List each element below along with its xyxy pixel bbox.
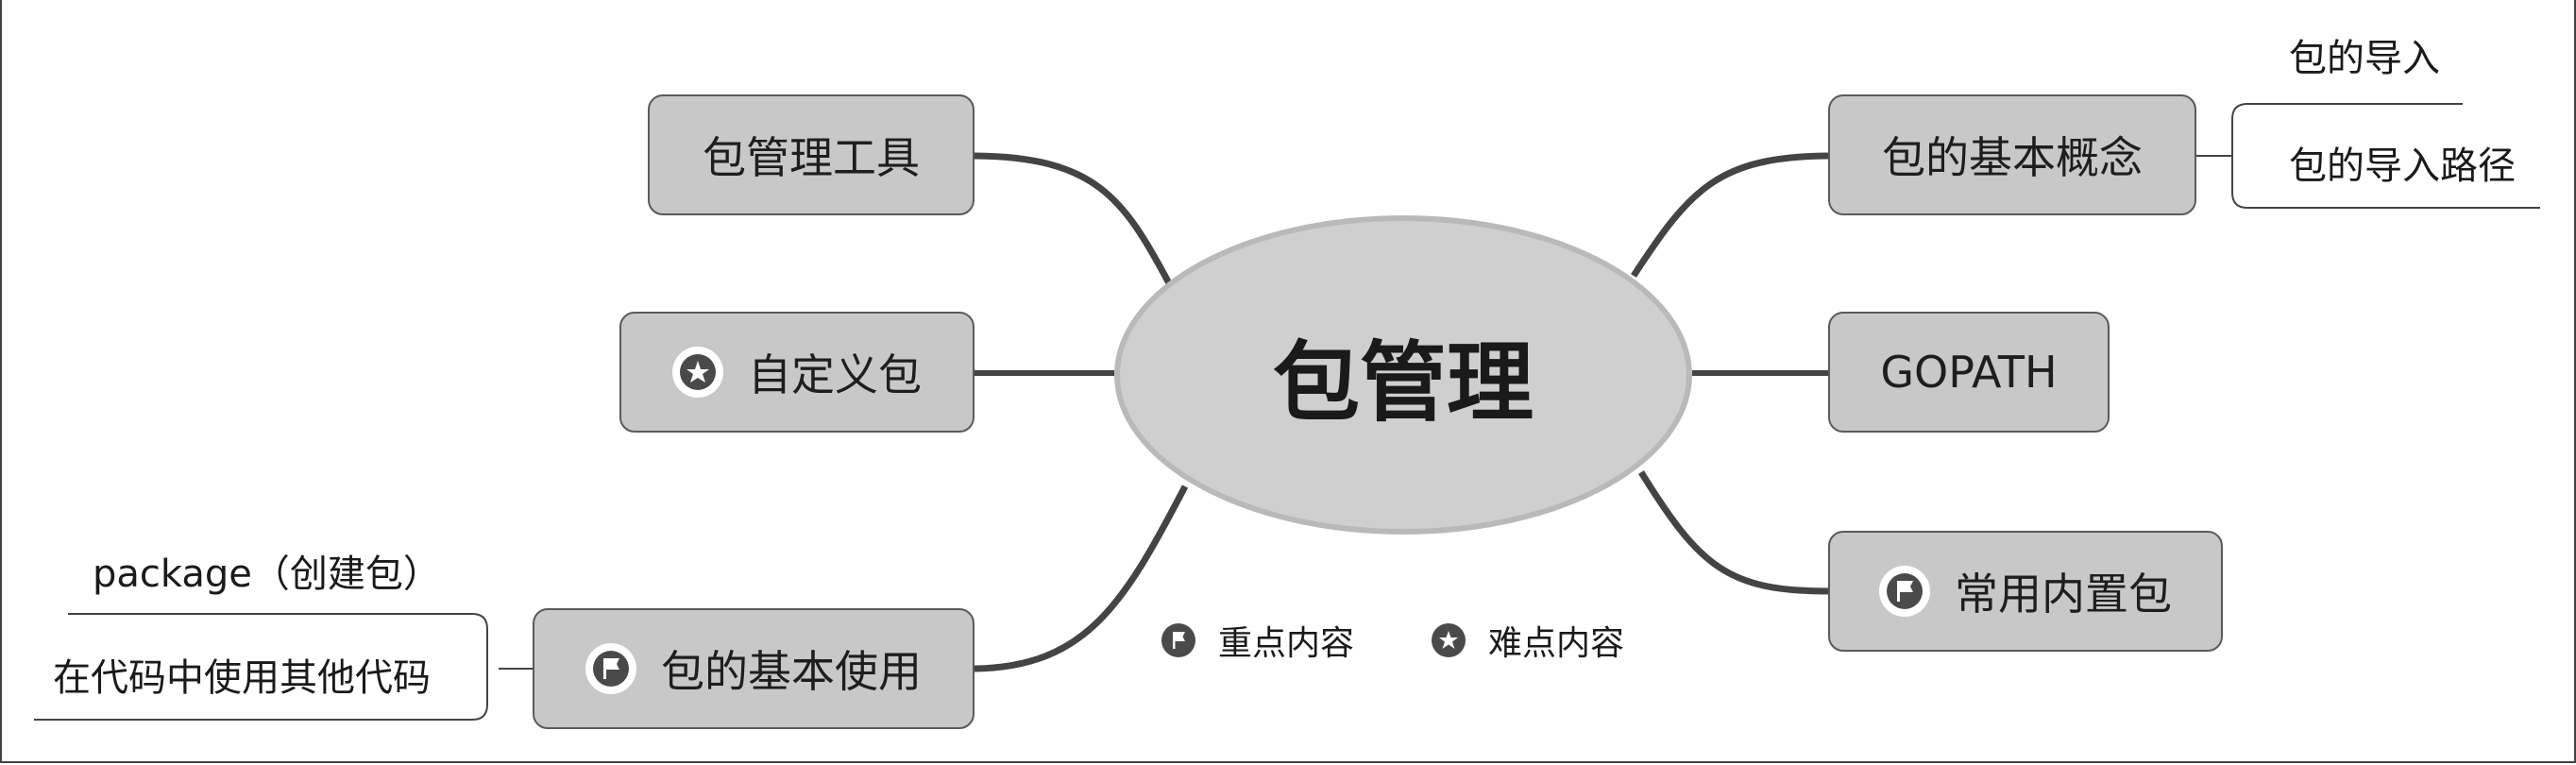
node-basic-usage-label: 包的基本使用: [661, 646, 922, 697]
leaf-bracket-right: [2231, 103, 2540, 209]
leaf-use-other-code: 在代码中使用其他代码: [53, 656, 431, 700]
node-basic-concepts: 包的基本概念: [1828, 94, 2196, 215]
legend-hard-label: 难点内容: [1488, 624, 1625, 663]
node-gopath: GOPATH: [1828, 312, 2110, 433]
leaf-package-import: 包的导入: [2289, 37, 2440, 80]
node-basic-usage: 包的基本使用: [533, 608, 974, 729]
node-basic-concepts-label: 包的基本概念: [1882, 132, 2143, 183]
link-concepts: [1631, 152, 1829, 278]
legend-key-content: 重点内容: [1161, 616, 1354, 665]
flag-icon: [1161, 623, 1195, 657]
node-package-tools-label: 包管理工具: [703, 132, 920, 183]
node-custom-package-label: 自定义包: [748, 349, 922, 400]
node-custom-package: 自定义包: [619, 312, 974, 433]
node-builtin-packages: 常用内置包: [1828, 531, 2223, 652]
star-icon: [672, 347, 723, 398]
link-tools: [974, 152, 1173, 285]
leaf-import-path: 包的导入路径: [2289, 144, 2516, 188]
leaf-create-package: package（创建包）: [93, 552, 441, 596]
legend-key-label: 重点内容: [1218, 624, 1355, 663]
node-builtin-packages-label: 常用内置包: [1955, 569, 2172, 620]
flag-icon: [585, 643, 636, 694]
legend-hard-content: 难点内容: [1432, 616, 1624, 665]
star-icon: [1432, 623, 1466, 657]
node-package-tools: 包管理工具: [648, 94, 974, 215]
central-topic: 包管理: [1114, 215, 1692, 535]
flag-icon: [1879, 566, 1930, 617]
link-builtin: [1638, 470, 1829, 595]
link-usage: [974, 484, 1189, 672]
leaf-bracket-left: [34, 613, 488, 721]
node-gopath-label: GOPATH: [1880, 347, 2058, 398]
